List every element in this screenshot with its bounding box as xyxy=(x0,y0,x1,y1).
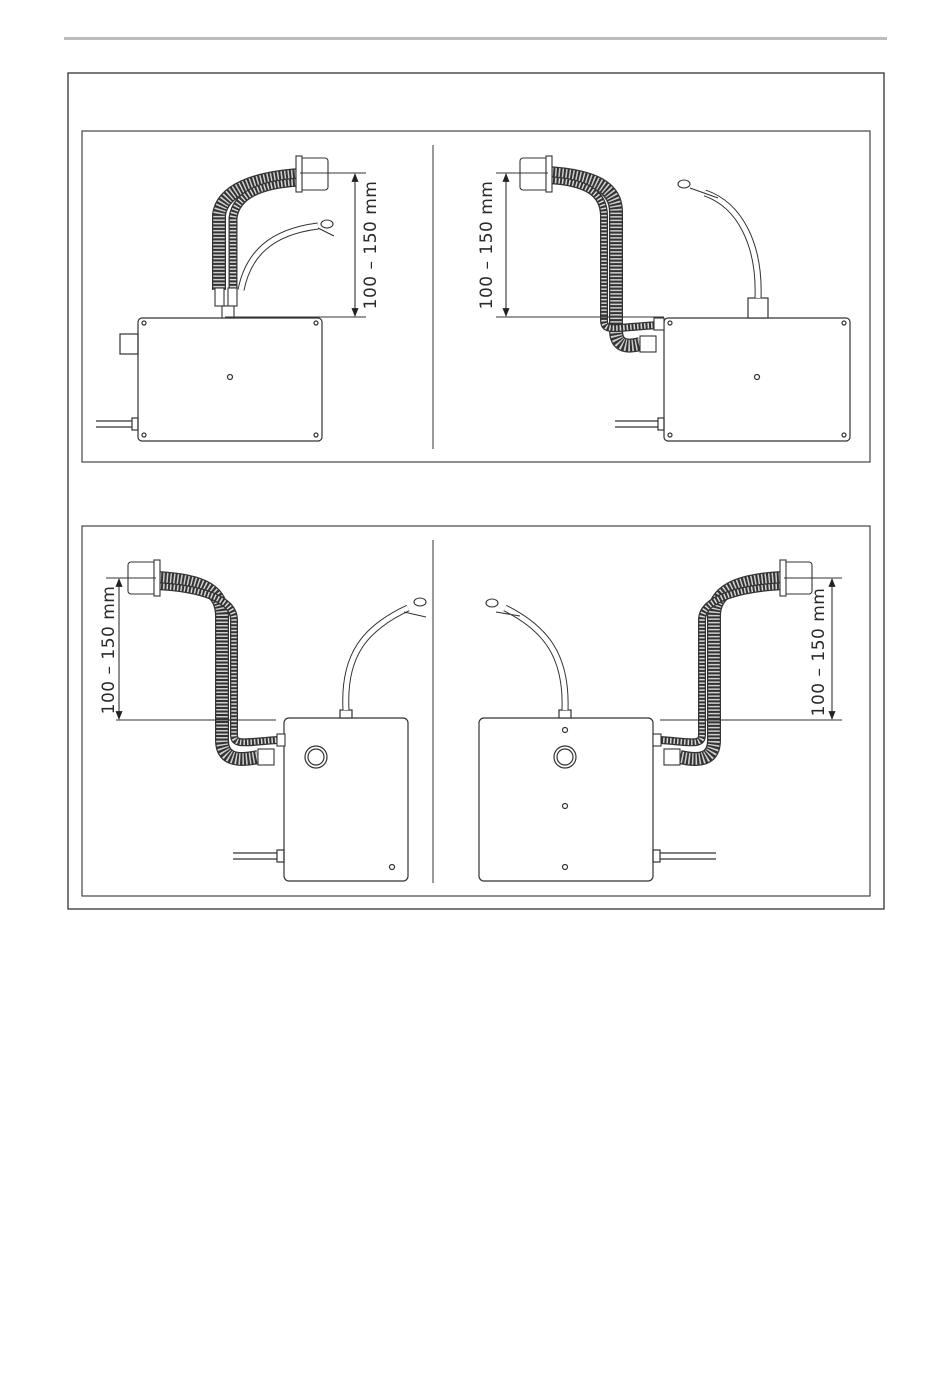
wall-outlet xyxy=(520,158,548,190)
top-right-unit xyxy=(615,298,850,441)
bottom-right-unit xyxy=(479,710,716,881)
bottom-left-unit xyxy=(233,710,408,881)
unit-box xyxy=(479,718,653,881)
dimension-label-bottom-left: 100 – 150 mm xyxy=(99,586,119,715)
unit-box xyxy=(284,718,408,881)
side-port xyxy=(120,334,138,354)
top-left-hoses xyxy=(215,156,366,318)
top-left-unit xyxy=(96,318,322,441)
dimension-label-bottom-right: 100 – 150 mm xyxy=(809,588,829,717)
dimension-label-top-left: 100 – 150 mm xyxy=(361,181,381,310)
outer-frame xyxy=(68,73,884,909)
dimension-label-top-right: 100 – 150 mm xyxy=(477,181,497,310)
wall-outlet xyxy=(300,158,328,190)
